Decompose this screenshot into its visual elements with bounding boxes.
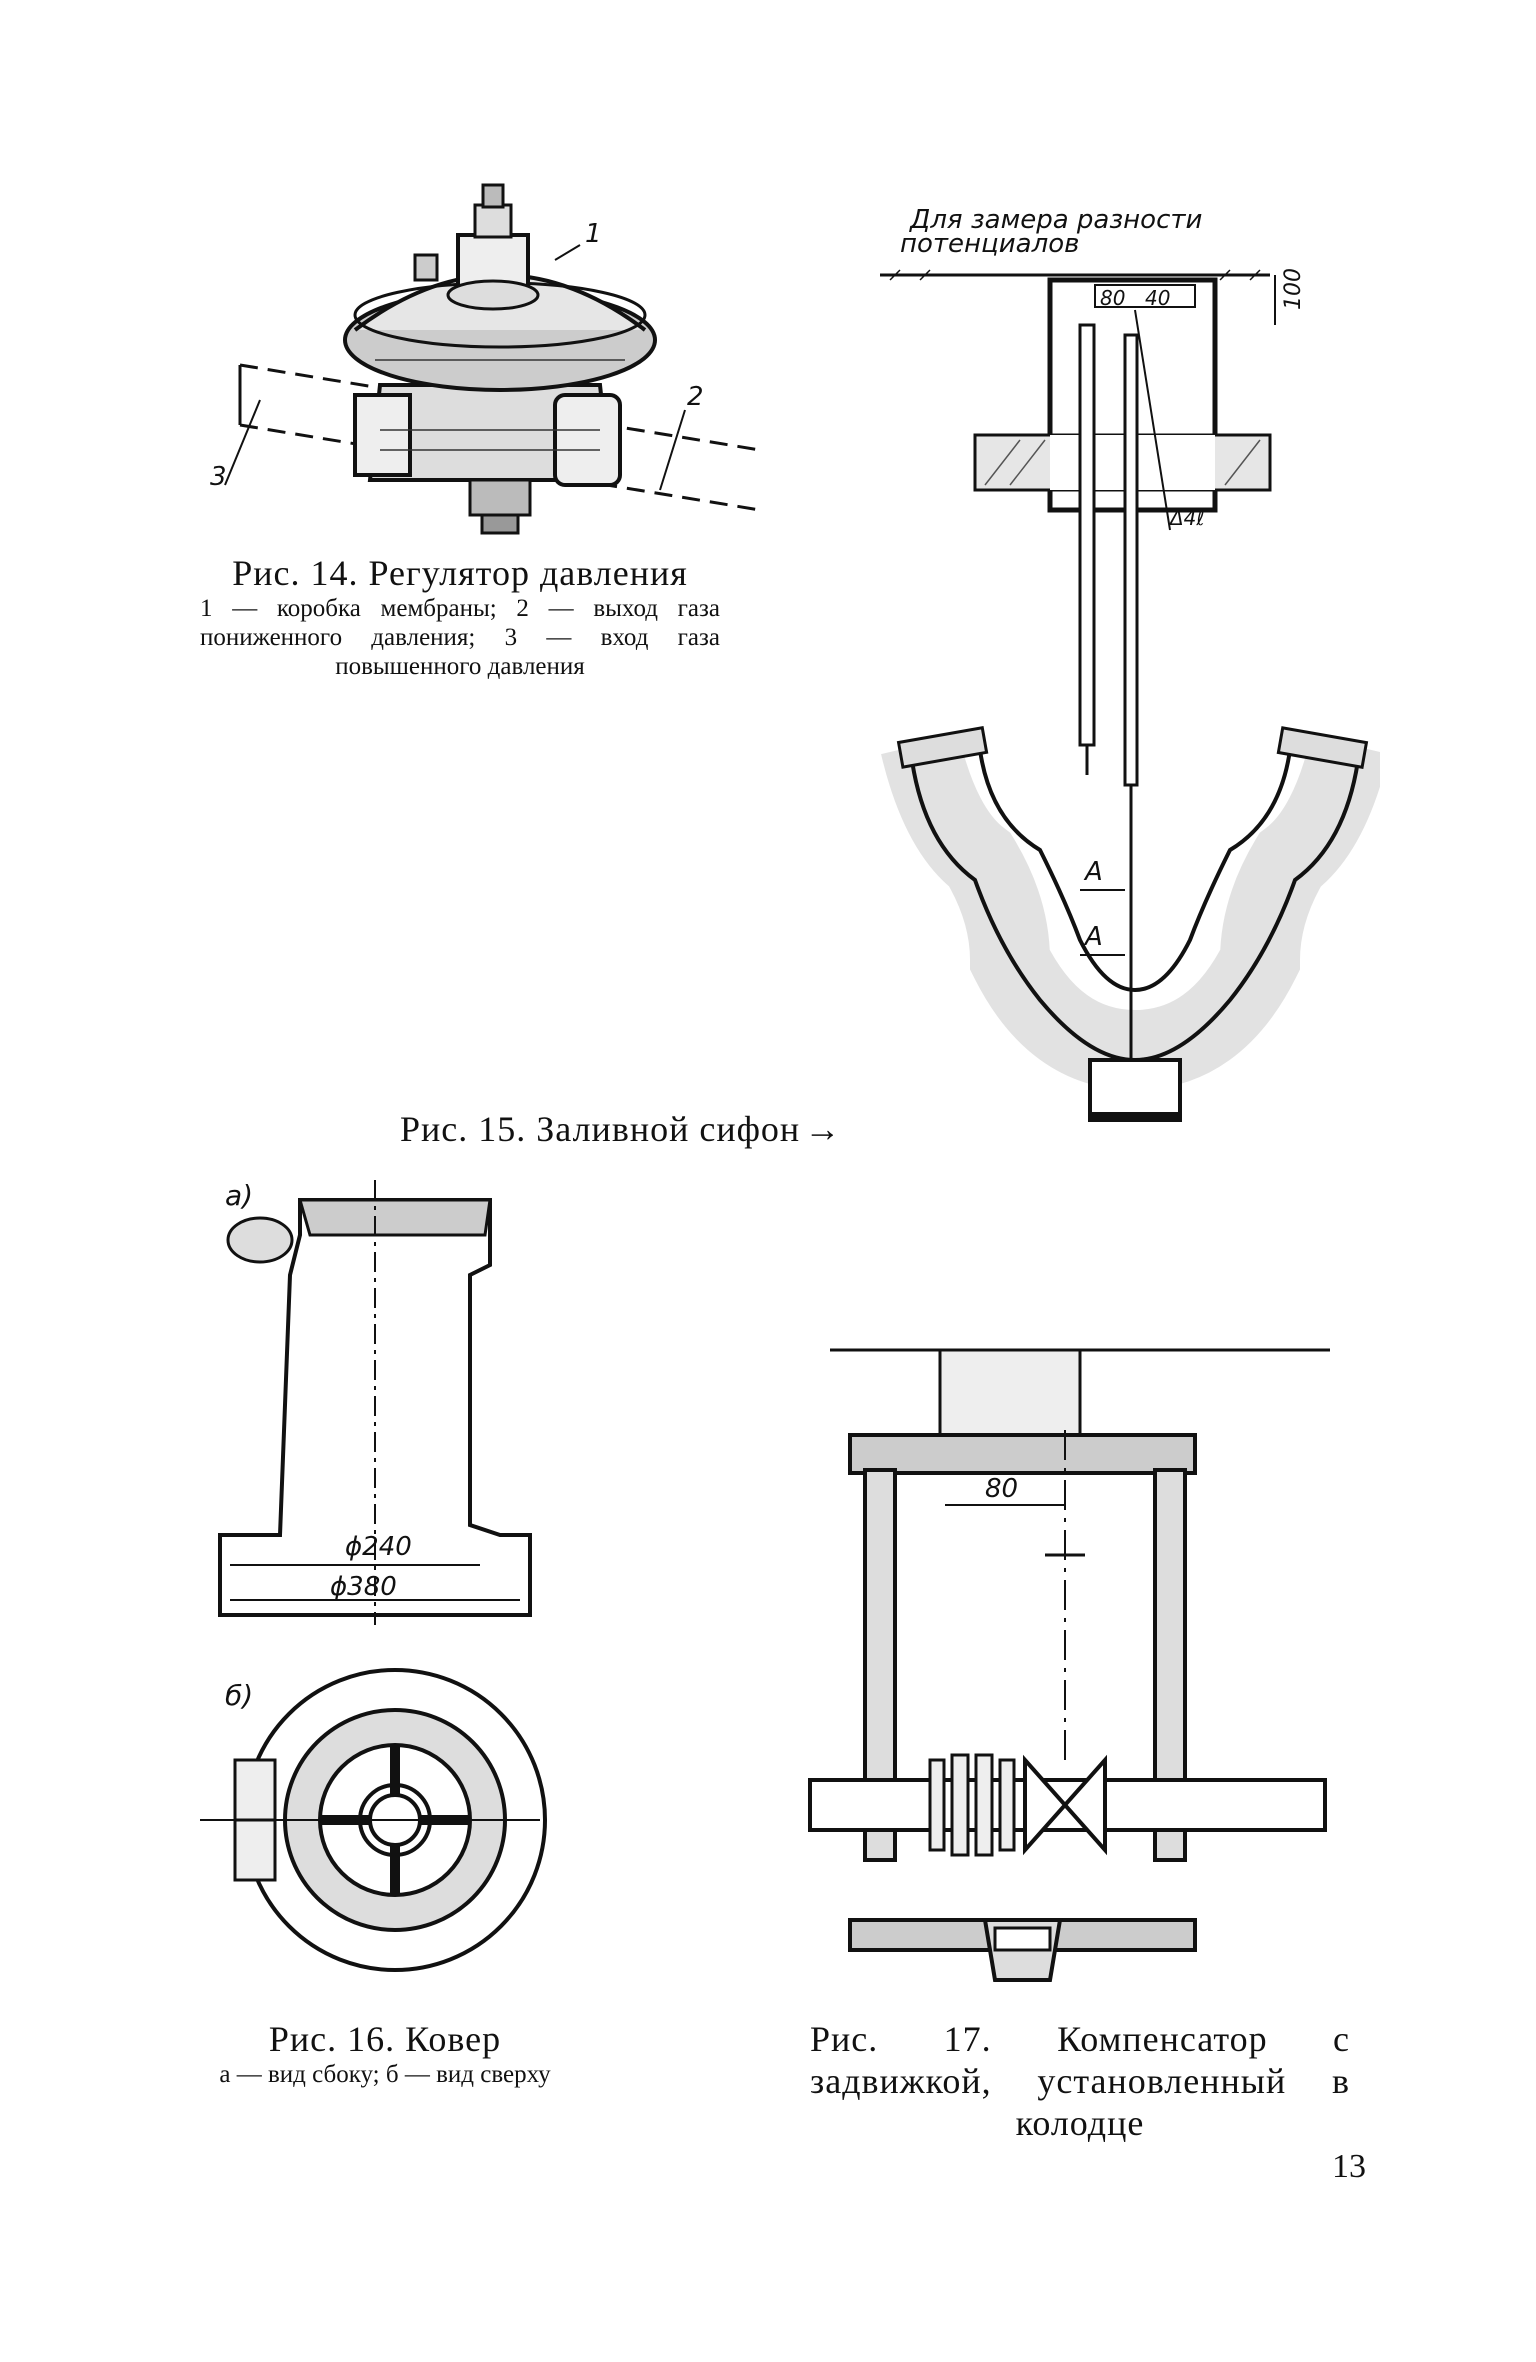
fig16-view-a: а)	[225, 1179, 253, 1212]
fig14-callout-2: 2	[687, 382, 704, 412]
fig15-section-a-2: A	[1083, 922, 1103, 952]
fig16-dim-inner: ϕ240	[345, 1532, 412, 1562]
fig14-callout-1: 1	[585, 219, 602, 249]
fig15-dim-40: 40	[1145, 286, 1170, 310]
fig15-dim-100: 100	[1281, 268, 1306, 310]
fig15-section-a-1: A	[1083, 857, 1103, 887]
fig16-title: Рис. 16. Ковер	[268, 2019, 502, 2059]
fig15-caption: Рис. 15. Заливной сифон →	[400, 1108, 900, 1150]
fig16-drawing: а) ϕ240 ϕ380 б)	[200, 1179, 547, 1972]
fig14-title: Рис. 14. Регулятор давления	[232, 553, 688, 593]
fig14-legend: 1 — коробка мембраны; 2 — выход газа пон…	[200, 595, 720, 680]
page-number: 13	[1332, 2148, 1366, 2185]
fig15-note-line2: потенциалов	[900, 229, 1079, 259]
fig15-note-line1: Для замера разности	[909, 205, 1202, 235]
fig14-caption: Рис. 14. Регулятор давления 1 — коробка …	[200, 552, 720, 681]
fig16-legend: а — вид сбоку; б — вид сверху	[219, 2061, 551, 2088]
fig15-arrow: →	[804, 1109, 842, 1149]
fig15-mark-d4: Δ4ℓ	[1168, 506, 1205, 530]
fig16-caption: Рис. 16. Ковер а — вид сбоку; б — вид св…	[200, 2018, 570, 2089]
fig17-title: Рис. 17. Компенсатор с задвижкой, устано…	[810, 2019, 1350, 2143]
fig16-dim-outer: ϕ380	[330, 1572, 397, 1602]
fig15-drawing: Для замера разности потенциалов 100 80 4…	[880, 205, 1380, 1122]
fig15-title: Рис. 15. Заливной сифон	[400, 1109, 801, 1149]
fig16-view-b: б)	[225, 1679, 253, 1712]
fig17-dim-80: 80	[985, 1474, 1018, 1504]
fig17-caption: Рис. 17. Компенсатор с задвижкой, устано…	[810, 2018, 1350, 2144]
fig14-drawing: 1 2 3	[210, 183, 761, 535]
fig14-callout-3: 3	[210, 462, 227, 492]
fig15-dim-80: 80	[1100, 286, 1125, 310]
fig17-drawing: 80	[808, 1348, 1330, 1982]
